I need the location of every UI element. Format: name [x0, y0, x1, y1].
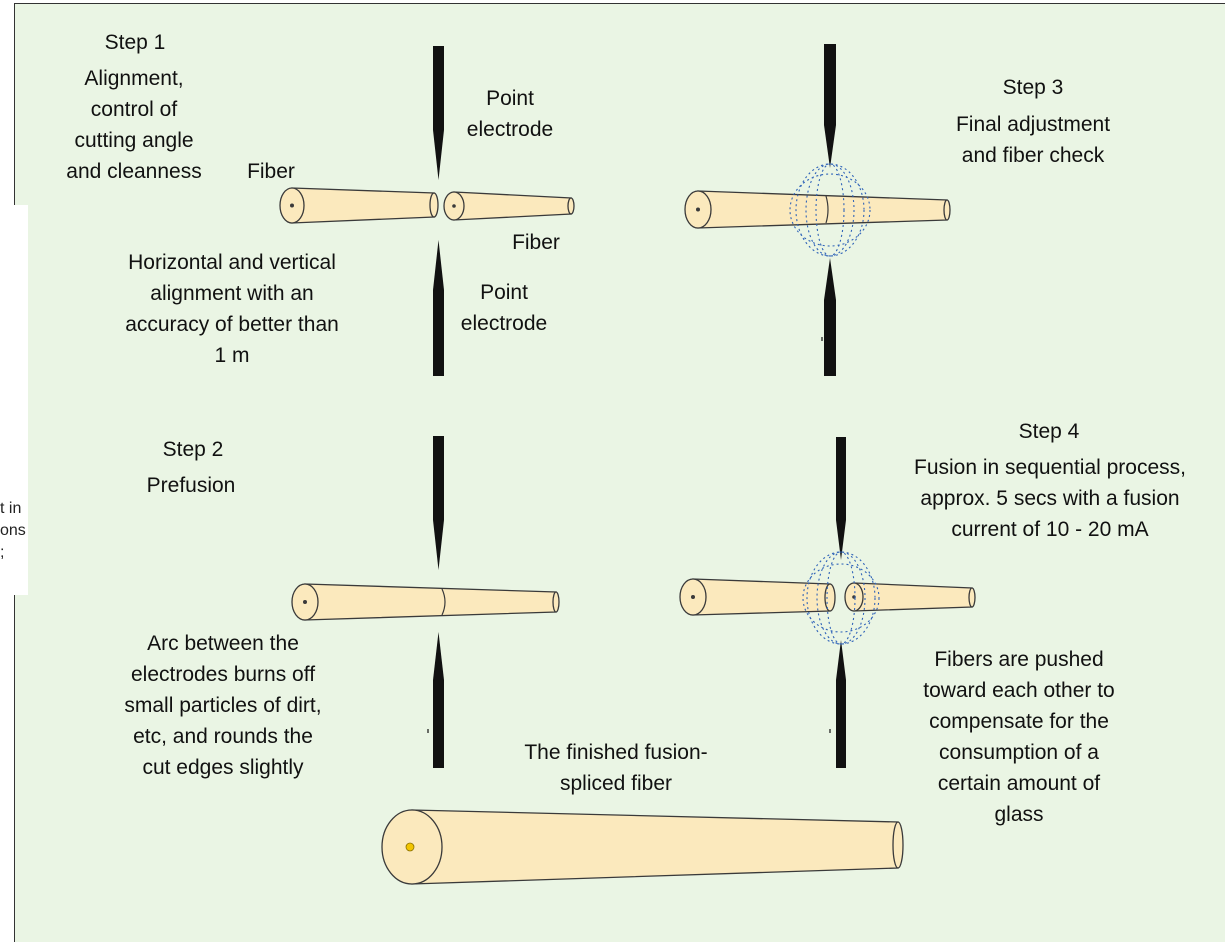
step1-electrode-label-bottom: Point electrode: [460, 281, 548, 335]
step1-title: Step 1: [104, 31, 166, 54]
step1-left-fiber: [279, 187, 439, 224]
step4-right-fiber: [844, 582, 976, 612]
step3-upper-electrode: [824, 44, 836, 168]
step4-push-note: Fibers are pushed toward each other to c…: [923, 648, 1115, 826]
step4-arc: [802, 551, 880, 645]
step1-lower-electrode: [433, 240, 444, 376]
step2-arc-note: Arc between the electrodes burns off sma…: [124, 632, 322, 779]
step4-title: Step 4: [1018, 420, 1080, 443]
step1-fiber-label-left: Fiber: [247, 160, 295, 183]
step1-description: Alignment, control of cutting angle and …: [66, 67, 202, 183]
step4-left-fiber: [679, 578, 836, 616]
step1-fiber-label-right: Fiber: [512, 231, 560, 254]
step2-lower-electrode: [433, 632, 444, 768]
step3-description: Final adjustment and fiber check: [955, 113, 1111, 167]
step2-upper-electrode: [433, 436, 444, 570]
step4-description: Fusion in sequential process, approx. 5 …: [914, 456, 1186, 541]
step1-electrode-label-top: Point electrode: [466, 87, 554, 141]
step1-alignment-note: Horizontal and vertical alignment with a…: [125, 251, 339, 367]
step4-upper-electrode: [836, 437, 846, 560]
step3-joined-fiber: [684, 190, 951, 229]
finished-fiber: [381, 809, 904, 885]
diagram-panel: [14, 3, 1225, 942]
step1-right-fiber: [443, 191, 575, 221]
step3-lower-electrode: [824, 258, 836, 376]
step1-upper-electrode: [433, 46, 444, 180]
step3-arc: [789, 163, 871, 257]
step2-description: Prefusion: [146, 474, 236, 497]
finished-fiber-label: The finished fusion- spliced fiber: [524, 741, 708, 795]
step2-fiber: [291, 583, 560, 621]
cut-off-text: t in ons ;: [0, 500, 26, 561]
step4-lower-electrode: [836, 640, 846, 768]
step3-title: Step 3: [1002, 76, 1064, 99]
step2-title: Step 2: [162, 438, 224, 461]
cut-off-slide-strip: [0, 205, 28, 595]
